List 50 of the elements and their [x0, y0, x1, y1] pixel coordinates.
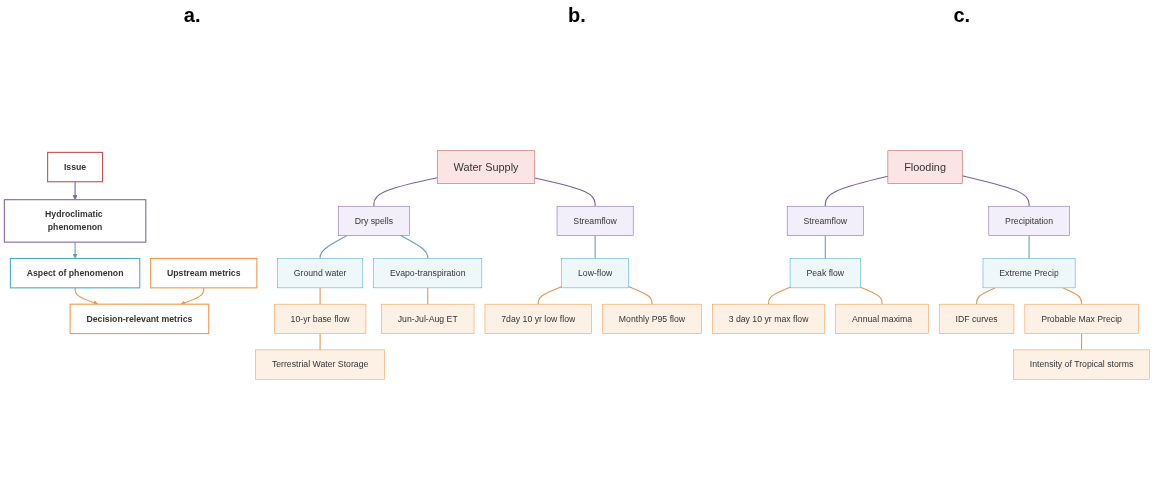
- node-box: Upstream metrics: [150, 257, 258, 289]
- connector: [768, 286, 791, 305]
- connector: [1028, 235, 1030, 259]
- node-box: Precipitation: [988, 205, 1070, 236]
- arrow: [72, 181, 78, 200]
- connector: [537, 286, 563, 305]
- arrow: [72, 241, 78, 259]
- node-box: Dry spells: [338, 205, 410, 236]
- node-box: Water Supply: [437, 150, 536, 184]
- panel-letter: a.: [183, 3, 201, 27]
- node-box: Jun-Jul-Aug ET: [381, 303, 475, 334]
- connector: [319, 235, 348, 259]
- node-box: Issue: [47, 151, 104, 183]
- node-box: IDF curves: [938, 303, 1015, 334]
- node-box: Streamflow: [786, 205, 864, 236]
- connector: [859, 286, 883, 305]
- connector: [319, 333, 321, 351]
- node-box: Intensity of Tropical storms: [1013, 349, 1150, 380]
- node-box: Peak flow: [789, 258, 861, 289]
- node-box: Flooding: [887, 150, 963, 184]
- node-box: Annual maxima: [835, 303, 929, 334]
- panel-letter: b.: [568, 3, 586, 27]
- node-box: Evapo-transpiration: [373, 258, 483, 289]
- connector: [1062, 287, 1083, 305]
- panel-letter: c.: [953, 3, 971, 27]
- node-box: Terrestrial Water Storage: [255, 349, 385, 380]
- arrow: [180, 287, 205, 305]
- node-box: Aspect of phenomenon: [9, 257, 141, 289]
- node-box: Low-flow: [561, 258, 629, 289]
- connector: [961, 175, 1030, 207]
- node-box: Monthly P95 flow: [602, 303, 702, 334]
- connector: [534, 177, 596, 207]
- node-box: Probable Max Precip: [1024, 303, 1139, 334]
- node-box: Hydroclimatic phenomenon: [3, 199, 147, 243]
- connector: [976, 287, 996, 305]
- connector: [594, 235, 596, 259]
- node-box: 7day 10 yr low flow: [484, 303, 592, 334]
- connector: [824, 235, 826, 259]
- connector: [628, 286, 653, 305]
- node-box: Extreme Precip: [982, 258, 1076, 289]
- connector: [824, 175, 889, 207]
- node-box: 10-yr base flow: [274, 303, 367, 334]
- node-box: Streamflow: [556, 205, 634, 236]
- node-box: 3 day 10 yr max flow: [712, 303, 826, 334]
- connector: [319, 287, 321, 305]
- connector: [400, 235, 429, 259]
- connector: [373, 177, 438, 207]
- node-box: Decision-relevant metrics: [69, 303, 210, 335]
- node-box: Ground water: [277, 258, 364, 289]
- arrow: [74, 287, 99, 305]
